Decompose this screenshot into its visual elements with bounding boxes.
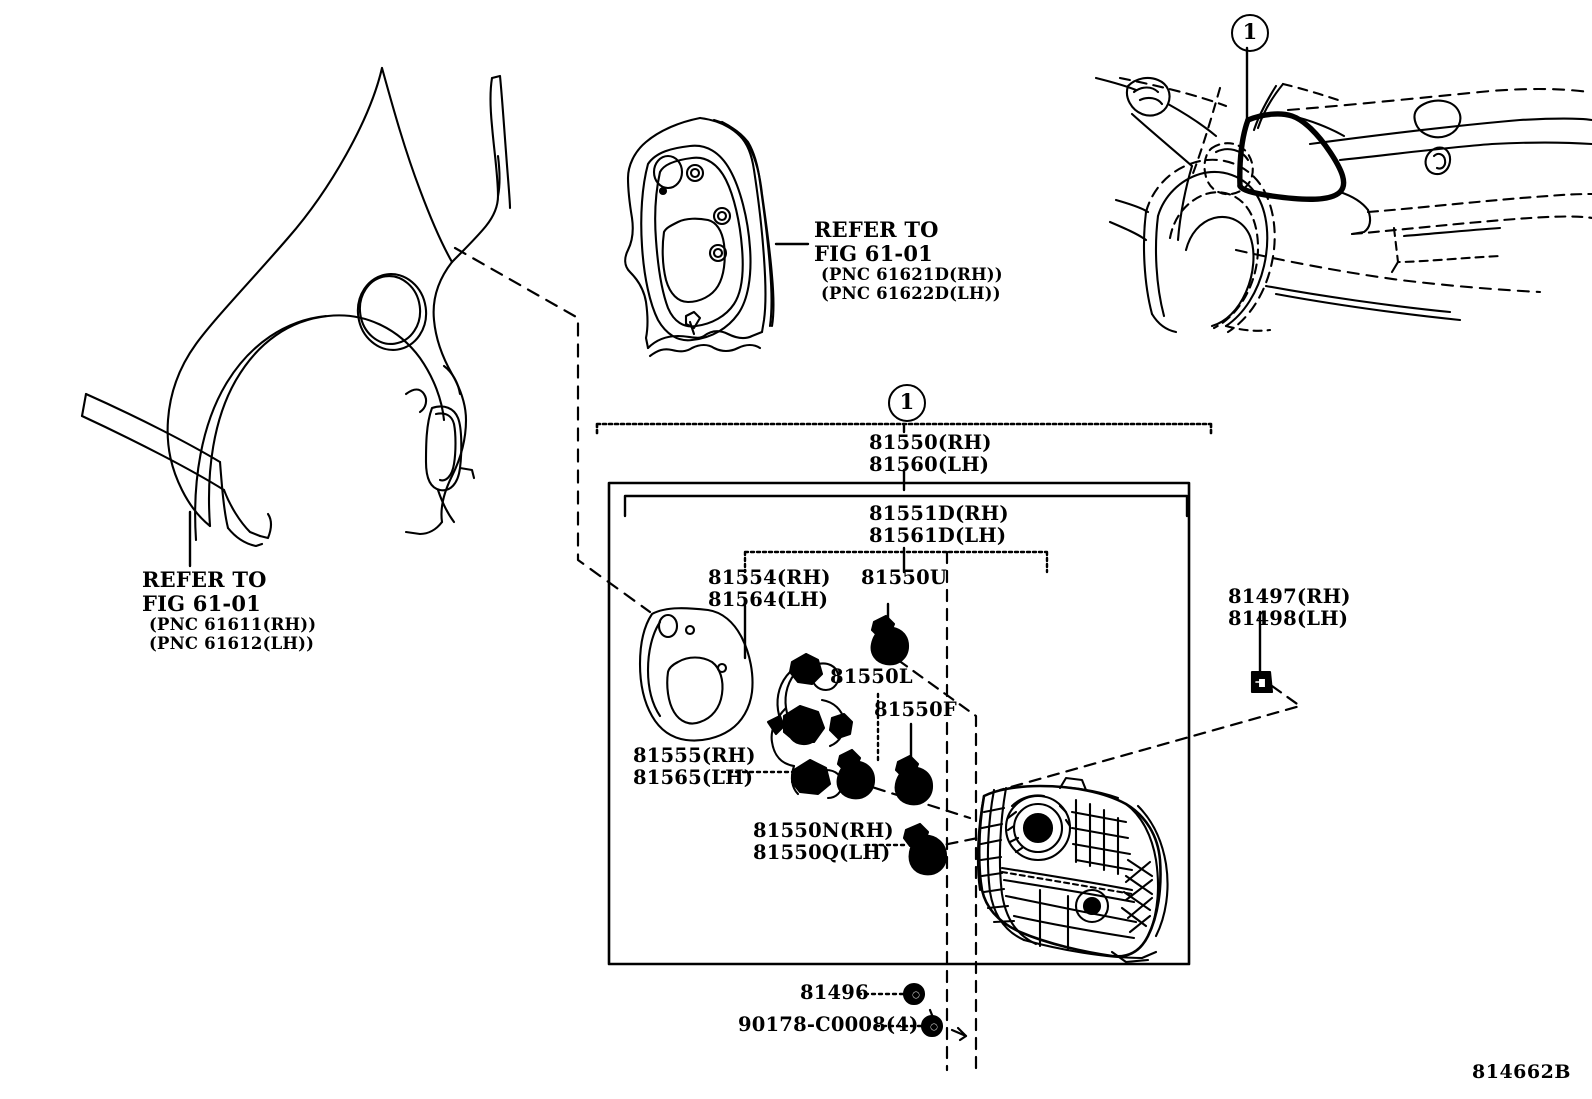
reference-upper: REFER TO FIG 61-01 (PNC 61621D(RH)) (PNC… — [814, 218, 1003, 303]
vehicle-rear-illustration — [1094, 76, 1592, 334]
bulb-81550N — [902, 822, 948, 876]
part-81551d-rh: 81551D(RH) — [869, 502, 1009, 525]
part-81497-lh: 81498(LH) — [1228, 607, 1349, 631]
part-label-81550u: 81550U — [861, 566, 948, 589]
fastener-90178-drawing — [920, 1014, 944, 1038]
reference-lower-pnc-rh: (PNC 61611(RH)) — [149, 614, 317, 634]
bracket-third — [743, 550, 1049, 574]
part-81550-rh: 81550(RH) — [869, 431, 992, 454]
part-81550-lh: 81560(LH) — [869, 453, 990, 477]
part-81554-rh: 81554(RH) — [708, 566, 831, 589]
part-81555-lh: 81565(LH) — [633, 766, 754, 790]
part-label-81551d: 81551D(RH) 81561D(LH) — [869, 502, 1009, 548]
part-label-81550f: 81550F — [874, 698, 957, 721]
part-81497-rh: 81497(RH) — [1228, 585, 1351, 608]
part-label-81496: 81496 — [800, 981, 869, 1004]
reference-upper-pnc-lh: (PNC 61622D(LH)) — [821, 283, 1001, 303]
part-label-81550: 81550(RH) 81560(LH) — [869, 431, 992, 477]
part-81550n-lh: 81550Q(LH) — [753, 841, 891, 865]
reference-upper-line1: REFER TO — [814, 217, 939, 242]
dashed-assembly-leaders — [453, 246, 652, 614]
part-81555-rh: 81555(RH) — [633, 744, 756, 767]
part-81554-lh: 81564(LH) — [708, 588, 829, 612]
reference-lower-line1: REFER TO — [142, 567, 267, 592]
part-label-81554: 81554(RH) 81564(LH) — [708, 566, 831, 612]
part-81551d-lh: 81561D(LH) — [869, 524, 1007, 548]
part-label-81497: 81497(RH) 81498(LH) — [1228, 585, 1351, 631]
part-label-90178: 90178-C0008(4) — [738, 1013, 919, 1036]
assembly-box — [607, 481, 1191, 966]
part-label-81550n: 81550N(RH) 81550Q(LH) — [753, 819, 894, 865]
lamp-housing-drawing — [638, 607, 754, 742]
bulb-81550F — [894, 754, 934, 806]
callout-1-vehicle: 1 — [1231, 14, 1269, 52]
bracket-top — [595, 422, 1213, 492]
reference-upper-line2: FIG 61-01 — [814, 240, 933, 266]
part-label-81550l: 81550L — [830, 665, 913, 688]
tail-lamp-lens-drawing — [976, 776, 1169, 964]
quarter-panel-inner-drawing — [624, 116, 775, 358]
reference-lower-line2: FIG 61-01 — [142, 590, 261, 616]
callout-1-assembly: 1 — [888, 384, 926, 422]
dashed-lamp-leaders — [854, 550, 1302, 1072]
quarter-panel-outer-drawing — [80, 66, 512, 548]
figure-code: 814662B — [1472, 1061, 1571, 1083]
reference-upper-pnc-rh: (PNC 61621D(RH)) — [821, 264, 1003, 284]
part-81550n-rh: 81550N(RH) — [753, 819, 894, 842]
clip-81497-drawing — [1250, 670, 1274, 694]
bulb-81550U — [870, 614, 910, 666]
wiring-harness-drawing — [766, 652, 854, 800]
reference-lower-pnc-lh: (PNC 61612(LH)) — [149, 633, 315, 653]
reference-lower: REFER TO FIG 61-01 (PNC 61611(RH)) (PNC … — [142, 568, 316, 653]
part-label-81555: 81555(RH) 81565(LH) — [633, 744, 756, 790]
fastener-81496-drawing — [902, 982, 926, 1006]
bulb-81550L — [836, 748, 876, 800]
